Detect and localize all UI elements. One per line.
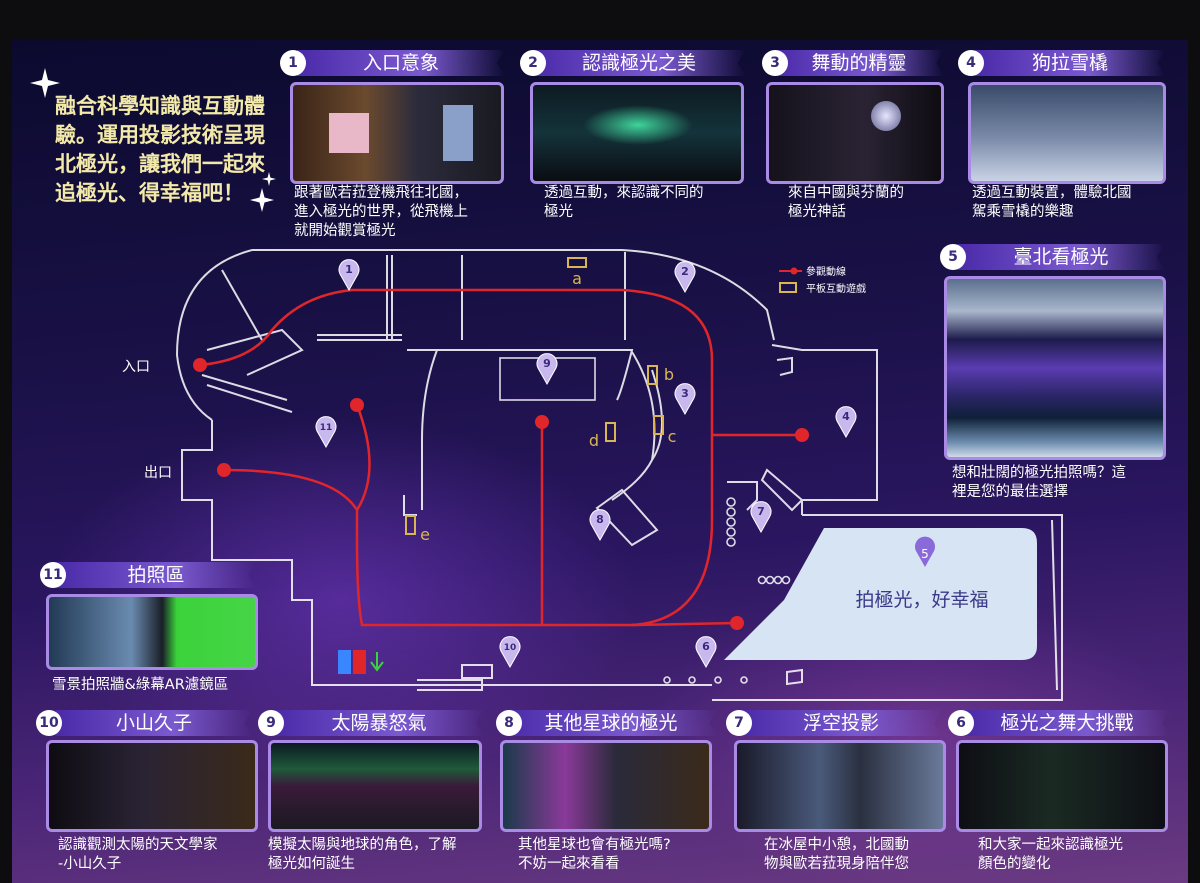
section-10-caption: 認識觀測太陽的天文學家 -小山久子 bbox=[58, 837, 218, 872]
map-pin-10: 10 bbox=[499, 636, 521, 669]
section-6-title: 極光之舞大挑戰 bbox=[964, 710, 1170, 736]
section-4-title: 狗拉雪橇 bbox=[975, 50, 1165, 76]
map-pin-11: 11 bbox=[315, 416, 337, 449]
section-5-number: 5 bbox=[940, 244, 966, 270]
tablet-marker-a bbox=[567, 257, 587, 268]
photo-photo-zone bbox=[46, 594, 258, 670]
section-5-caption: 想和壯闊的極光拍照嗎？這 裡是您的最佳選擇 bbox=[952, 465, 1126, 500]
map-pins: 1 2 3 4 6 7 8 9 10 11 bbox=[315, 259, 857, 669]
section-11-title: 拍照區 bbox=[56, 562, 256, 588]
intro-text: 融合科學知識與互動體 驗。運用投影技術呈現 北極光，讓我們一起來 追極光、得幸福… bbox=[55, 94, 265, 205]
section-8-number: 8 bbox=[496, 710, 522, 736]
svg-text:7: 7 bbox=[757, 505, 765, 518]
photo-sun-anger bbox=[268, 740, 482, 832]
map-pin-8: 8 bbox=[589, 509, 611, 542]
photo-dancing-spirits bbox=[766, 82, 944, 184]
section-6-caption: 和大家一起來認識極光 顏色的變化 bbox=[978, 837, 1123, 872]
svg-text:9: 9 bbox=[543, 357, 551, 370]
entrance-label: 入口 bbox=[122, 359, 150, 375]
section-11-number: 11 bbox=[40, 562, 66, 588]
tablet-label-d: d bbox=[589, 431, 599, 450]
svg-text:1: 1 bbox=[345, 263, 353, 276]
section-3-title: 舞動的精靈 bbox=[775, 50, 943, 76]
section-3-number: 3 bbox=[762, 50, 788, 76]
section-5-title: 臺北看極光 bbox=[957, 244, 1165, 270]
sparkle-icon bbox=[30, 68, 60, 98]
sparkle-icon bbox=[250, 188, 274, 212]
section-1-caption: 跟著歐若菈登機飛往北國， 進入極光的世界，從飛機上 就開始觀賞極光 bbox=[294, 185, 468, 239]
sparkle-icon bbox=[262, 172, 276, 186]
map-pin-5 bbox=[915, 536, 935, 567]
svg-text:11: 11 bbox=[320, 423, 333, 433]
section-3-caption: 來自中國與芬蘭的 極光神話 bbox=[788, 185, 904, 220]
section-2-number: 2 bbox=[520, 50, 546, 76]
section-6-number: 6 bbox=[948, 710, 974, 736]
svg-text:4: 4 bbox=[842, 410, 850, 423]
svg-text:2: 2 bbox=[681, 265, 689, 278]
section-8-title: 其他星球的極光 bbox=[504, 710, 718, 736]
exit-label: 出口 bbox=[144, 465, 172, 481]
map-pin-7: 7 bbox=[750, 501, 772, 534]
tablet-marker-e bbox=[405, 515, 416, 535]
section-11-caption: 雪景拍照牆&綠幕AR濾鏡區 bbox=[52, 677, 229, 693]
photo-koyama bbox=[46, 740, 258, 832]
section-1-number: 1 bbox=[280, 50, 306, 76]
legend-tablet-label: 平板互動遊戲 bbox=[806, 282, 866, 295]
map-pin-3: 3 bbox=[674, 383, 696, 416]
floor-plan: 拍極光，好幸福 5 參觀動線 平板互動遊戲 入口 出口 a b c d e 1 2 3 4 6 7… bbox=[122, 249, 1063, 701]
section-7-title: 浮空投影 bbox=[740, 710, 942, 736]
photo-other-planets bbox=[500, 740, 712, 832]
visitor-route-branch bbox=[631, 621, 738, 627]
section-9-number: 9 bbox=[258, 710, 284, 736]
svg-text:3: 3 bbox=[681, 387, 689, 400]
section-2-title: 認識極光之美 bbox=[532, 50, 746, 76]
svg-text:6: 6 bbox=[702, 640, 710, 653]
photo-aurora-beauty bbox=[530, 82, 744, 184]
section-10-title: 小山久子 bbox=[56, 710, 252, 736]
legend-tablet-icon bbox=[779, 282, 797, 293]
photo-zone-area bbox=[724, 528, 1037, 660]
photo-zone-number: 5 bbox=[921, 547, 929, 561]
tablet-label-b: b bbox=[664, 365, 674, 384]
section-9-title: 太陽暴怒氣 bbox=[274, 710, 484, 736]
section-7-caption: 在冰屋中小憩，北國動 物與歐若菈現身陪伴您 bbox=[764, 837, 909, 872]
section-2-caption: 透過互動，來認識不同的 極光 bbox=[544, 185, 704, 220]
tablet-label-e: e bbox=[420, 525, 430, 544]
tablet-marker-b bbox=[647, 365, 658, 385]
visitor-route bbox=[199, 288, 714, 627]
legend-route-dot bbox=[790, 267, 798, 275]
restroom-icon bbox=[338, 650, 384, 674]
section-9-caption: 模擬太陽與地球的角色，了解 極光如何誕生 bbox=[268, 837, 457, 872]
map-pin-6: 6 bbox=[695, 636, 717, 669]
tablet-label-c: c bbox=[668, 427, 677, 446]
floor-plan-details bbox=[499, 357, 791, 684]
photo-dog-sled bbox=[968, 82, 1166, 184]
svg-text:10: 10 bbox=[504, 643, 517, 653]
photo-aurora-dance bbox=[956, 740, 1168, 832]
section-10-number: 10 bbox=[36, 710, 62, 736]
svg-text:8: 8 bbox=[596, 513, 604, 526]
section-8-caption: 其他星球也會有極光嗎? 不妨一起來看看 bbox=[518, 837, 671, 872]
map-pin-9: 9 bbox=[536, 353, 558, 386]
photo-entrance bbox=[290, 82, 504, 184]
section-4-number: 4 bbox=[958, 50, 984, 76]
tablet-label-a: a bbox=[572, 269, 582, 288]
exhibition-poster: 融合科學知識與互動體 驗。運用投影技術呈現 北極光，讓我們一起來 追極光、得幸福… bbox=[12, 40, 1188, 883]
tablet-markers: a b c d e bbox=[405, 257, 677, 544]
section-4-caption: 透過互動裝置，體驗北國 駕乘雪橇的樂趣 bbox=[972, 185, 1132, 220]
section-7-number: 7 bbox=[726, 710, 752, 736]
photo-taipei-aurora bbox=[944, 276, 1166, 460]
tablet-marker-d bbox=[605, 422, 616, 442]
section-1-title: 入口意象 bbox=[297, 50, 505, 76]
photo-zone-label: 拍極光，好幸福 bbox=[855, 589, 988, 611]
floor-plan-walls bbox=[175, 249, 1063, 701]
map-pin-2: 2 bbox=[674, 261, 696, 294]
visitor-route-branch bbox=[355, 404, 371, 511]
map-pin-1: 1 bbox=[338, 259, 360, 292]
legend-route-label: 參觀動線 bbox=[806, 265, 846, 278]
tablet-marker-c bbox=[653, 415, 664, 435]
map-pin-4: 4 bbox=[835, 406, 857, 439]
route-stops bbox=[193, 358, 809, 630]
photo-floating-projection bbox=[734, 740, 946, 832]
